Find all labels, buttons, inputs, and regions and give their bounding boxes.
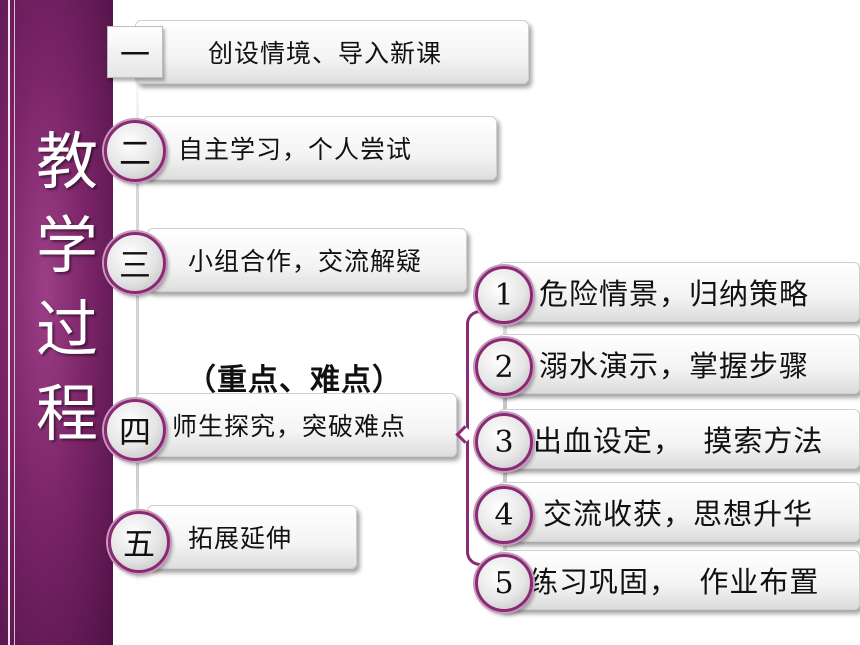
- step-2-bar[interactable]: 自主学习，个人尝试: [143, 116, 497, 180]
- substep-4-number: 4: [475, 486, 533, 544]
- band-decor-line: [8, 0, 10, 645]
- substep-1-number: 1: [475, 266, 533, 324]
- title-char: 教: [35, 125, 98, 198]
- step-4-number: 四: [104, 399, 166, 461]
- steps-connector-line: [136, 70, 139, 590]
- substep-3-bar[interactable]: 出血设定， 摸索方法: [498, 409, 860, 469]
- step-5-label: 拓展延伸: [188, 524, 293, 553]
- substep-5-label: 练习巩固， 作业布置: [529, 565, 820, 599]
- step-2-number: 二: [104, 120, 166, 182]
- step-5-number: 五: [108, 511, 170, 573]
- substep-1-bar[interactable]: 危险情景，归纳策略: [498, 262, 860, 322]
- step-1-label: 创设情境、导入新课: [208, 39, 443, 68]
- substep-2-bar[interactable]: 溺水演示，掌握步骤: [498, 334, 860, 394]
- step-1-number: 一: [107, 26, 163, 78]
- title-char: 程: [35, 377, 98, 450]
- substep-5-bar[interactable]: 练习巩固， 作业布置: [498, 550, 860, 610]
- substep-3-number: 3: [475, 413, 533, 471]
- emphasis-note: （重点、难点）: [186, 363, 403, 398]
- step-2-label: 自主学习，个人尝试: [178, 135, 413, 164]
- step-4-label: 师生探究，突破难点: [172, 412, 407, 441]
- substep-3-label: 出血设定， 摸索方法: [533, 424, 824, 458]
- step-5-bar[interactable]: 拓展延伸: [147, 505, 357, 569]
- left-purple-band: [0, 0, 113, 645]
- band-decor-line-thin: [14, 0, 15, 645]
- substep-2-number: 2: [475, 338, 533, 396]
- substep-4-bar[interactable]: 交流收获，思想升华: [498, 482, 860, 542]
- step-3-bar[interactable]: 小组合作，交流解疑: [147, 228, 467, 292]
- substep-5-number: 5: [475, 554, 533, 612]
- step-1-bar[interactable]: 创设情境、导入新课: [135, 20, 529, 84]
- title-char: 学: [35, 209, 98, 282]
- vertical-title: 教 学 过 程: [22, 120, 112, 456]
- step-3-number: 三: [104, 232, 166, 294]
- substep-1-label: 危险情景，归纳策略: [539, 277, 810, 311]
- step-4-bar[interactable]: 师生探究，突破难点: [135, 393, 457, 457]
- title-char: 过: [35, 293, 98, 366]
- substep-4-label: 交流收获，思想升华: [543, 497, 814, 531]
- substep-2-label: 溺水演示，掌握步骤: [539, 349, 810, 383]
- step-3-label: 小组合作，交流解疑: [188, 247, 423, 276]
